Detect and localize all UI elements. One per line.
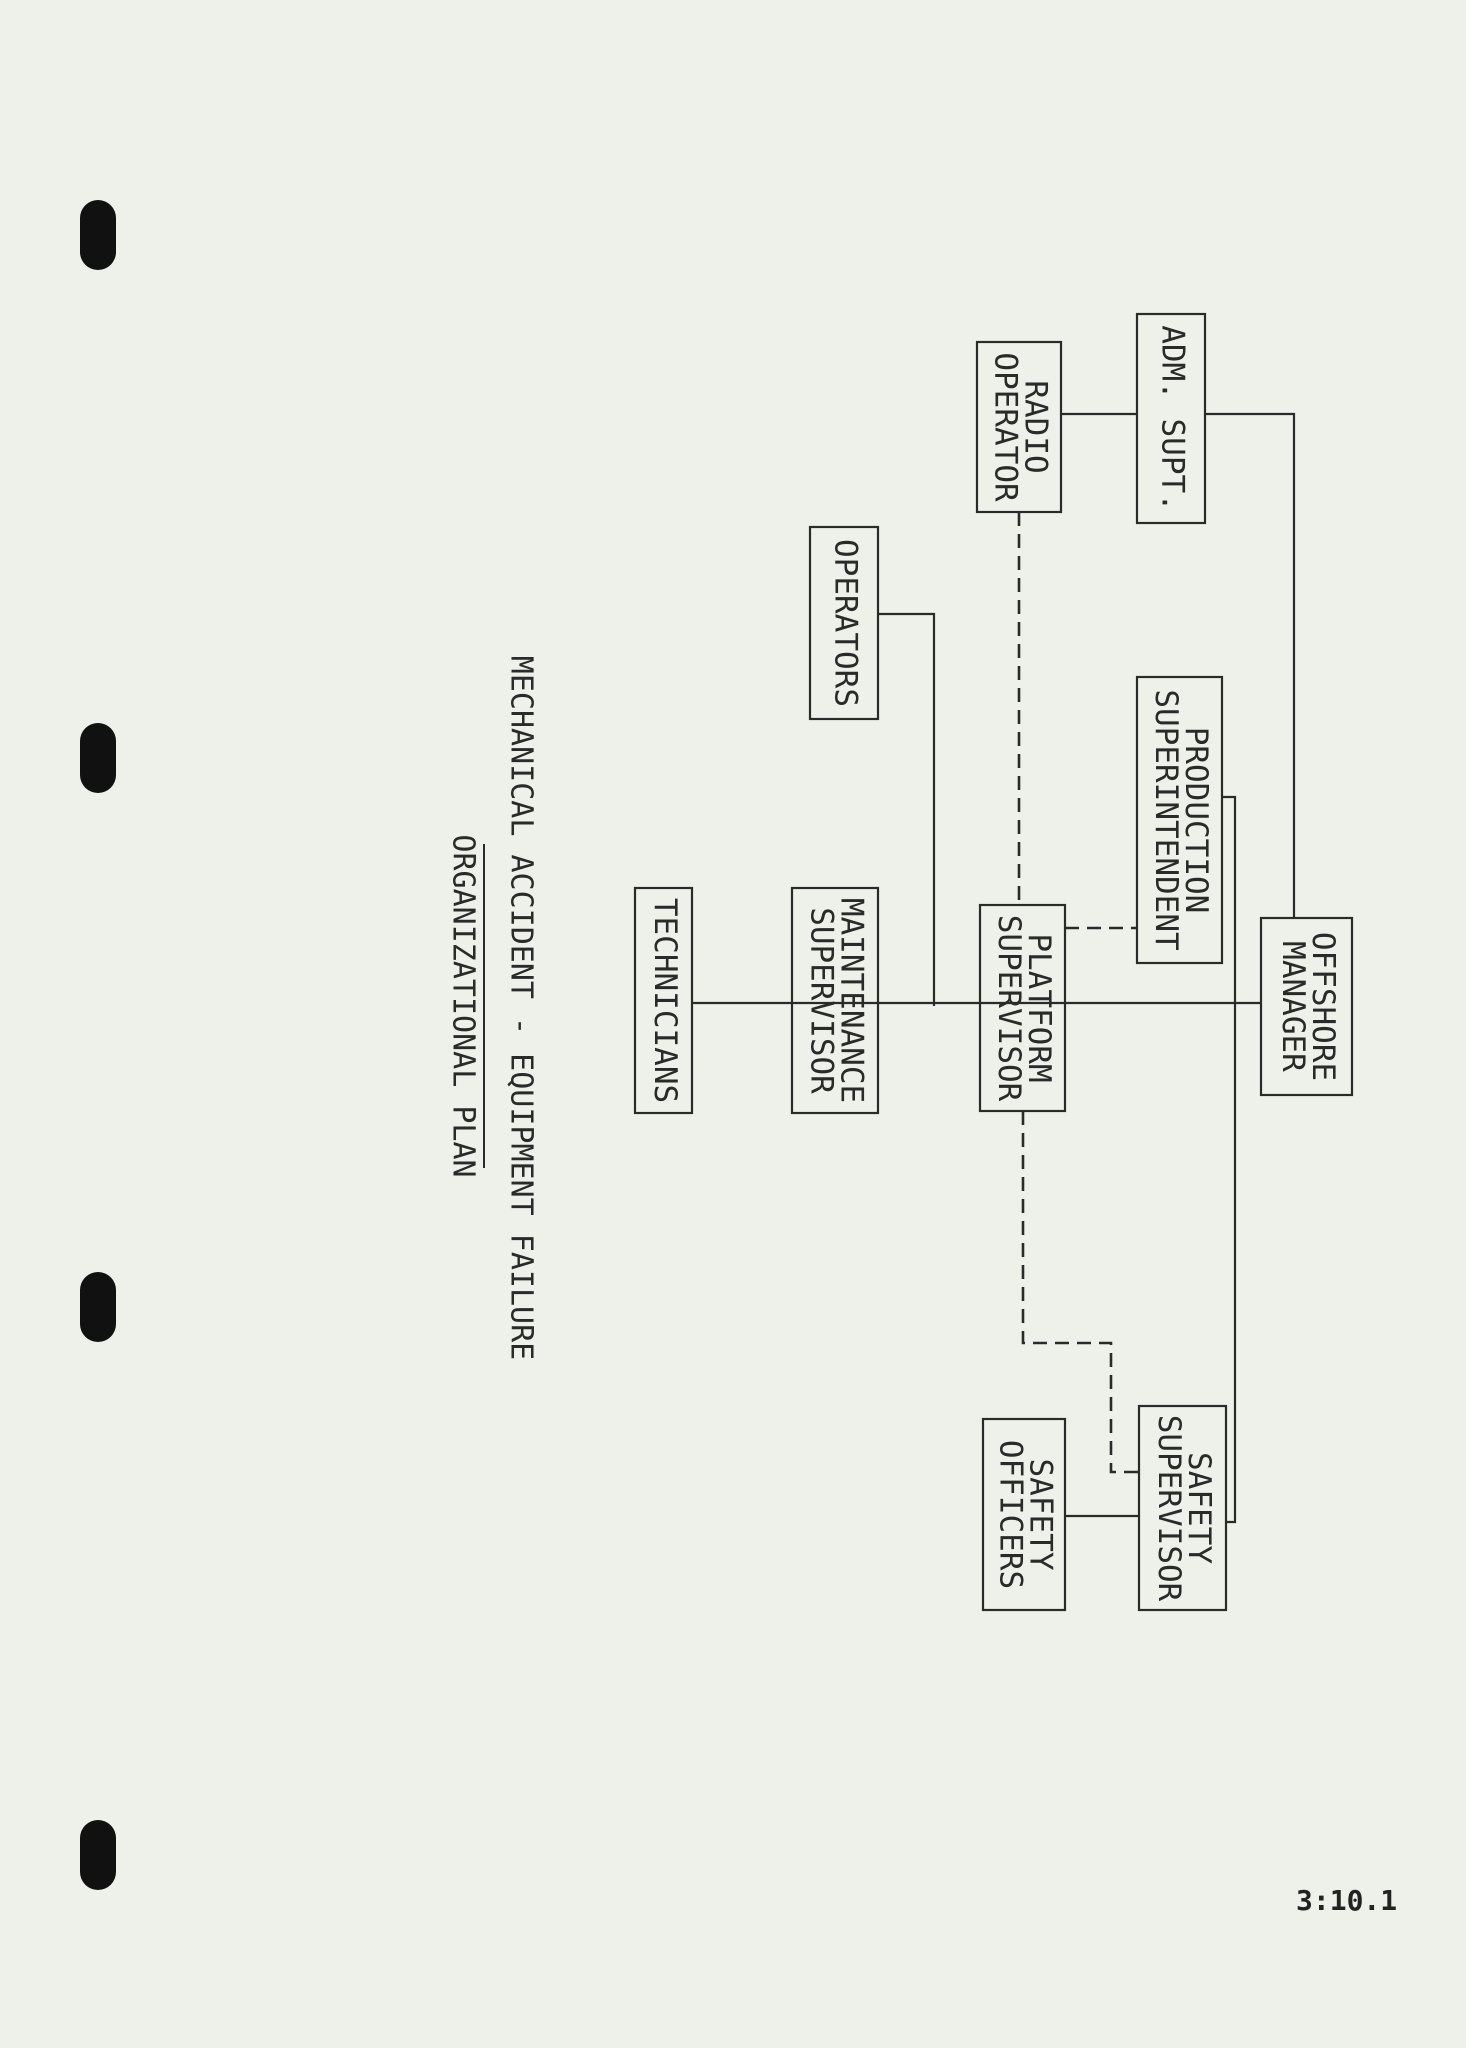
node-label: SUPERVISOR (991, 915, 1027, 1102)
title-line2: ORGANIZATIONAL PLAN (446, 834, 481, 1177)
node-label: OFFSHORE (1305, 932, 1341, 1081)
node-label: SUPERVISOR (804, 907, 840, 1094)
node-label: SAFETY (1181, 1452, 1217, 1564)
connectors (692, 412, 1296, 1524)
node-box (981, 1417, 1067, 1612)
node-box (978, 903, 1067, 1113)
title-line1-group: MECHANICAL ACCIDENT - EQUIPMENT FAILURE (504, 656, 539, 1360)
punch-hole (80, 1820, 116, 1890)
node-box (975, 340, 1063, 514)
node-box (1135, 675, 1224, 965)
node-label: ADM. SUPT. (1155, 325, 1191, 512)
node-box (1259, 916, 1354, 1097)
node-label: TECHNICIANS (647, 898, 683, 1103)
node-label: RADIO (1018, 380, 1054, 473)
node-label: OPERATORS (828, 539, 864, 707)
node-box (633, 886, 694, 1115)
node-label: OPERATOR (988, 352, 1024, 502)
node-box (1135, 312, 1207, 525)
title-line2-group: ORGANIZATIONAL PLAN (446, 834, 485, 1178)
node-label: SUPERVISOR (1151, 1415, 1187, 1602)
node-label: PRODUCTION (1178, 727, 1214, 914)
line-operators (878, 612, 936, 1006)
node-label: SAFETY (1023, 1459, 1059, 1571)
node-box (808, 525, 880, 721)
punch-hole (80, 200, 116, 270)
node-operators: OPERATORS (808, 525, 880, 721)
node-box (1137, 1404, 1228, 1612)
punch-hole (80, 723, 116, 793)
punch-holes (80, 200, 116, 1890)
node-label: OFFICERS (993, 1440, 1029, 1589)
node-box (790, 886, 880, 1115)
node-label: MANAGER (1275, 941, 1311, 1072)
title-line1: MECHANICAL ACCIDENT - EQUIPMENT FAILURE (504, 656, 539, 1360)
node-label: MAINTENANCE (834, 898, 870, 1103)
node-adm-supt: ADM. SUPT. (1135, 312, 1207, 525)
dashed-platform-safety (1021, 1111, 1139, 1474)
punch-hole (80, 1272, 116, 1342)
page-number: 3:10.1 (1296, 1884, 1397, 1917)
node-label: PLATFORM (1021, 933, 1057, 1082)
node-technicians: TECHNICIANS (633, 886, 694, 1115)
line-adm-offshore (1205, 412, 1296, 918)
line-production-safety (1222, 795, 1237, 1524)
node-label: SUPERINTENDENT (1148, 689, 1184, 950)
